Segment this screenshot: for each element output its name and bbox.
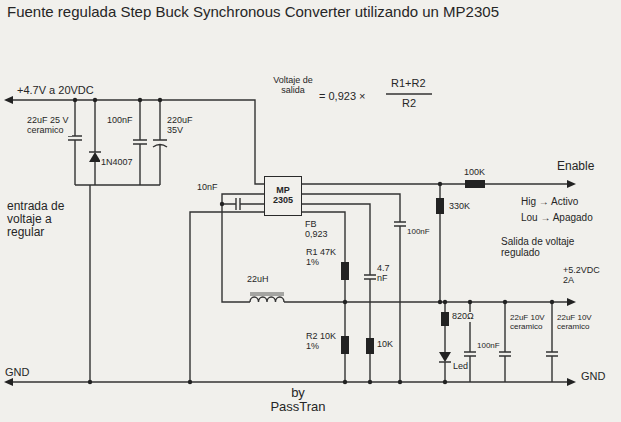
junction-dot <box>188 380 192 384</box>
arrow-head <box>567 180 576 188</box>
led-body <box>439 352 451 362</box>
led-branch <box>439 302 451 382</box>
part-name: Led <box>452 362 469 372</box>
junction-dot <box>438 182 442 186</box>
inductor-symbol <box>250 297 284 302</box>
component-value: R2 10K 1% <box>305 332 341 352</box>
component-value: 4.7 nF <box>376 264 398 284</box>
capacitor-symbol <box>300 194 406 382</box>
junction-dot <box>398 380 402 384</box>
resistor-symbol <box>341 336 349 354</box>
component-value: 100nF <box>476 342 501 351</box>
diagram-title: Fuente regulada Step Buck Synchronous Co… <box>6 4 500 21</box>
junction-dot <box>158 98 162 102</box>
inductor-core <box>250 293 284 295</box>
component-value: 220uF 35V <box>166 116 208 136</box>
note: entrada de voltaje a regular <box>6 200 88 240</box>
junction-dot <box>73 98 77 102</box>
component-value: 330K <box>448 202 471 212</box>
junction-dot <box>443 300 447 304</box>
capacitor-symbol <box>222 198 266 210</box>
electrolytic-capacitor-symbol <box>153 100 167 185</box>
note: Salida de voltaje regulado <box>500 236 602 258</box>
note: Lou → Apagado <box>520 212 594 223</box>
component-value: 100nF <box>406 228 431 237</box>
junction-dot <box>343 380 347 384</box>
author-credit: by PassTran <box>262 386 334 415</box>
component-value: R1 47K 1% <box>305 248 341 268</box>
formula-term: = 0,923 × <box>318 90 367 102</box>
output-voltage: +5.2VDC 2A <box>562 266 608 286</box>
junction-dot <box>220 202 224 206</box>
formula-term: R2 <box>401 97 417 109</box>
formula-term: R1+R2 <box>390 77 427 89</box>
junction-dot <box>503 300 507 304</box>
resistor-symbol <box>341 262 349 280</box>
component-value: 22uF 10V ceramico <box>556 314 600 332</box>
junction-dot <box>368 380 372 384</box>
note: Hig → Activo <box>520 196 579 207</box>
ic-package: MP 2305 <box>264 176 302 216</box>
arrow-head <box>567 378 576 386</box>
enable-wire <box>300 183 568 184</box>
supply-voltage: +4.7V a 20VDC <box>16 84 95 96</box>
junction-dot <box>438 300 442 304</box>
ic-name: MP 2305 <box>268 186 298 206</box>
component-value: 22uF 10V ceramico <box>509 314 549 332</box>
ground-label: GND <box>580 370 606 382</box>
junction-dot <box>443 380 447 384</box>
component-value: 22uF 25 V ceramico <box>26 116 72 136</box>
component-value: 100nF <box>106 116 134 126</box>
fraction-bar <box>386 93 432 94</box>
component-value: 22uH <box>246 275 270 285</box>
signal-name: Enable <box>556 160 595 173</box>
component-value: 820Ω <box>451 312 475 322</box>
compensation-network <box>300 204 376 382</box>
arrow-head <box>4 378 13 386</box>
arrow-head <box>567 298 576 306</box>
diode-symbol <box>89 100 101 185</box>
resistor-symbol <box>441 312 449 326</box>
junction-dot <box>93 98 97 102</box>
component-value: 10K <box>376 340 394 350</box>
capacitor-symbol <box>68 100 82 185</box>
input-wire <box>10 100 266 184</box>
resistor-symbol <box>436 198 444 214</box>
junction-dot <box>468 300 472 304</box>
formula-term: Voltaje de salida <box>270 76 316 96</box>
switch-wire <box>222 194 266 302</box>
component-value: 10nF <box>196 183 219 193</box>
feedback-divider <box>300 212 345 382</box>
junction-dot <box>88 380 92 384</box>
junction-dot <box>343 300 347 304</box>
junction-dot <box>550 300 554 304</box>
arrow-head <box>4 96 13 104</box>
part-number: 1N4007 <box>100 158 134 168</box>
pin-name: FB 0,923 <box>304 220 340 240</box>
ground-label: GND <box>4 366 30 378</box>
resistor-symbol <box>465 180 485 188</box>
resistor-symbol <box>366 338 374 354</box>
junction-dot <box>138 98 142 102</box>
output-rail <box>284 301 568 302</box>
component-value: 100K <box>463 168 486 178</box>
ground-rail <box>10 381 568 382</box>
capacitor-symbol <box>133 100 147 185</box>
